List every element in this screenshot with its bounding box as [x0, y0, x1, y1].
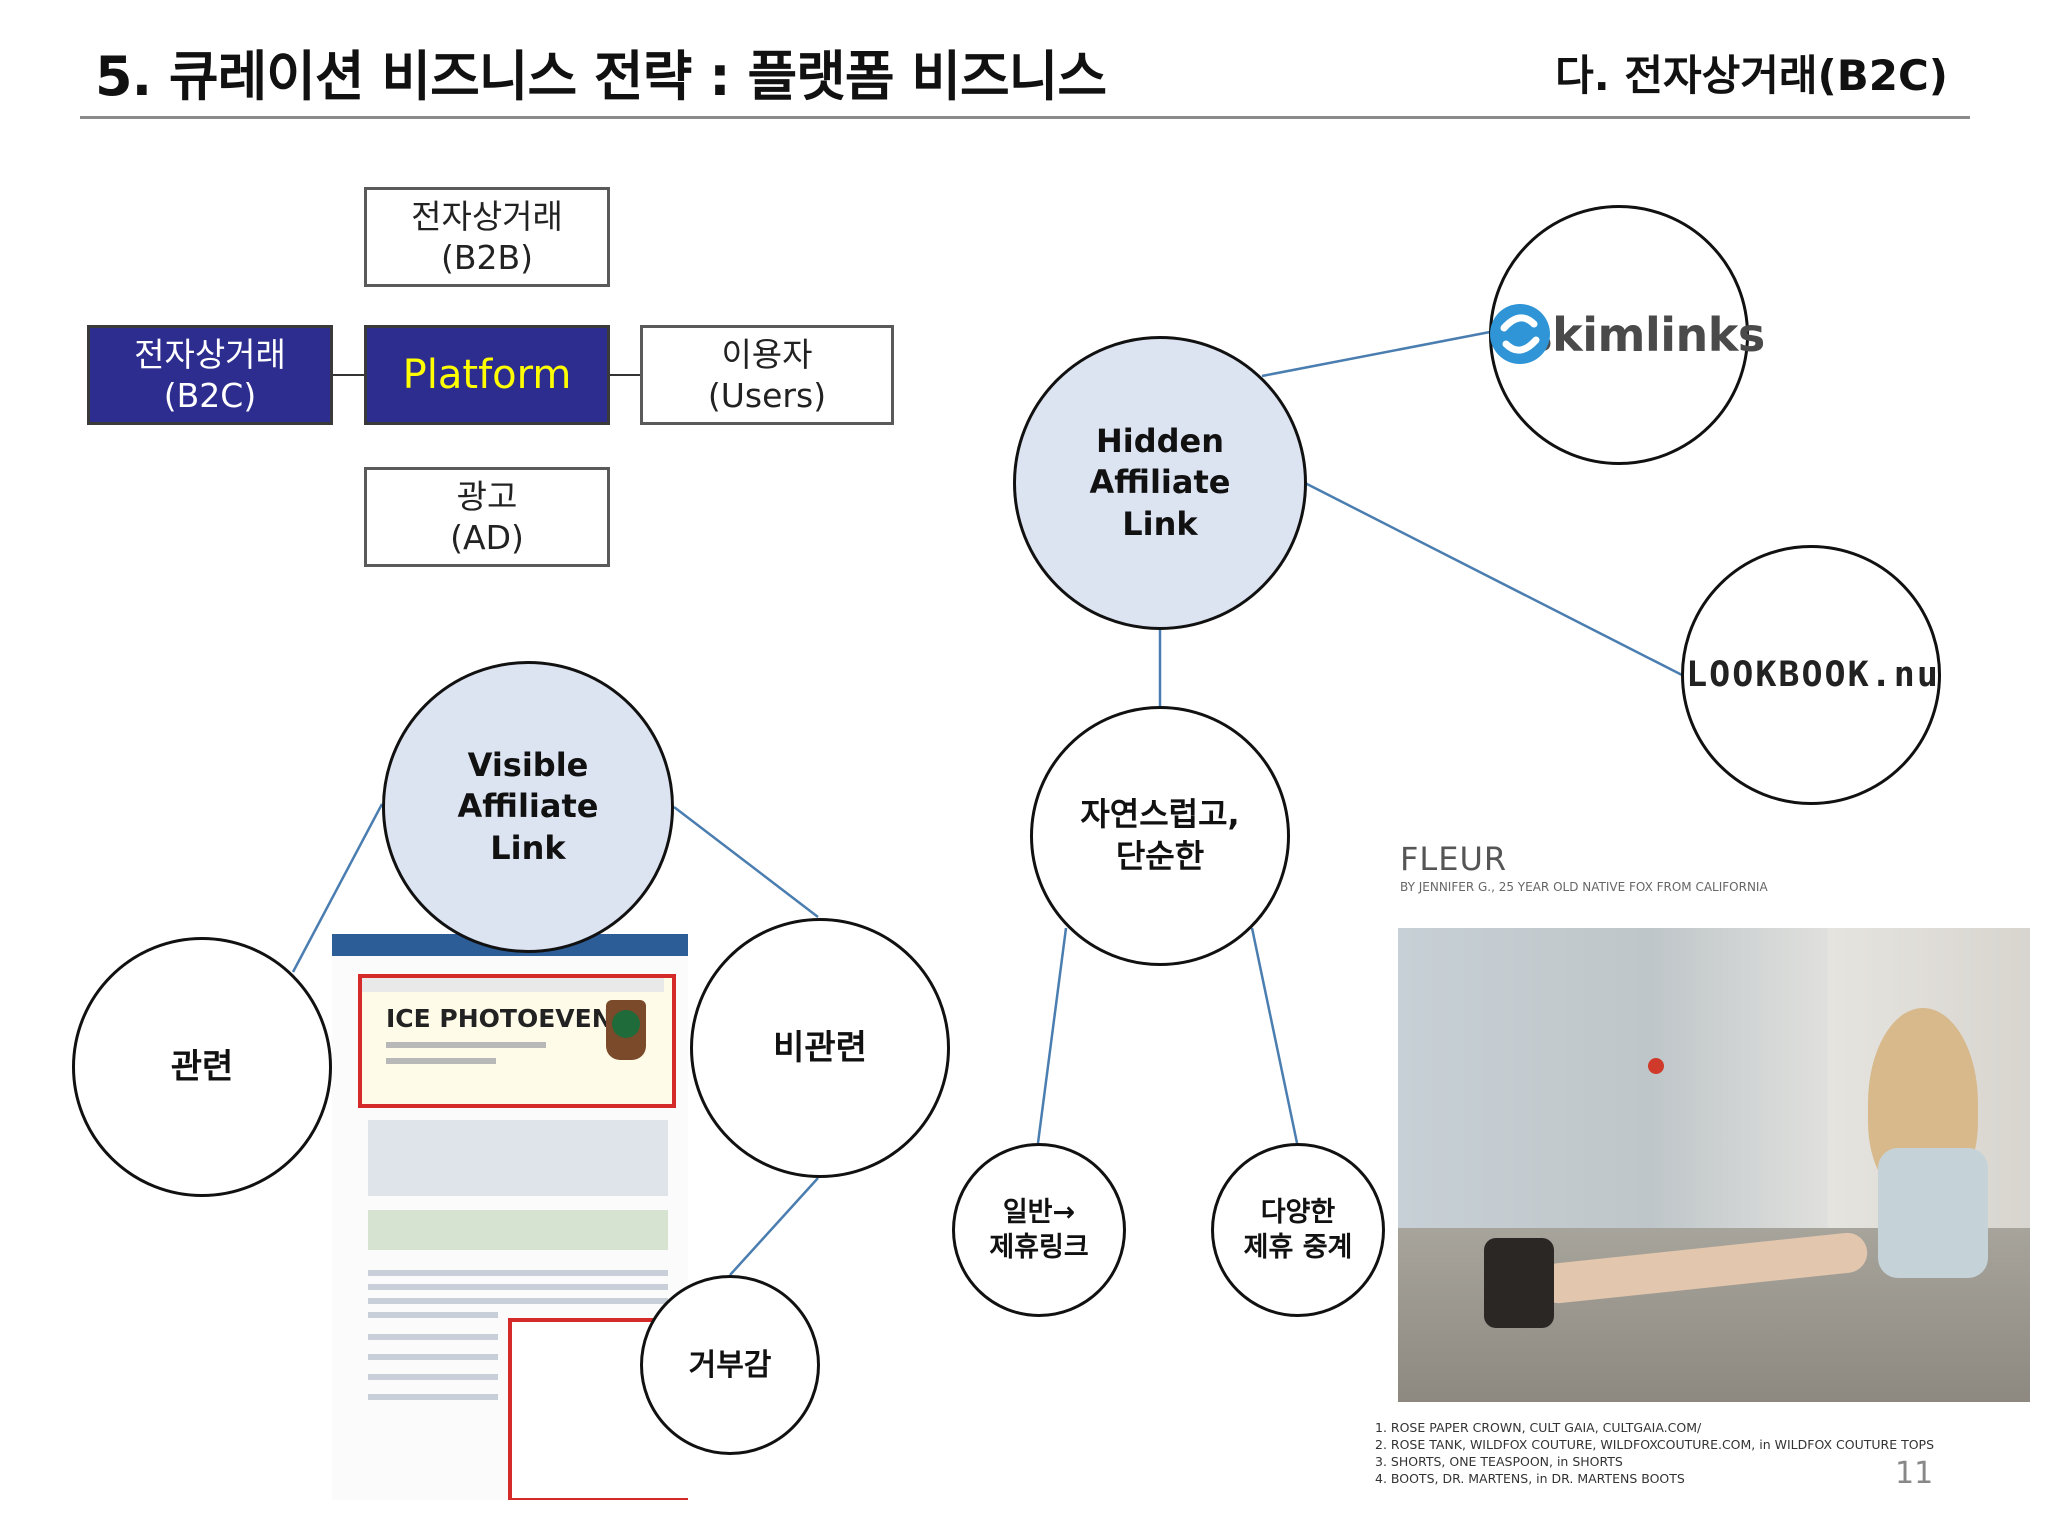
circle-visible-affiliate: Visible Affiliate Link — [382, 661, 674, 953]
page-number: 11 — [1895, 1456, 1934, 1491]
box-ad-label: 광고 (AD) — [450, 476, 524, 557]
screenshot-list-row — [368, 1354, 498, 1360]
circle-unrelated: 비관련 — [690, 918, 950, 1178]
box-b2c-label: 전자상거래 (B2C) — [134, 334, 286, 415]
screenshot-ad-banner: ICE PHOTOEVENT! — [358, 974, 676, 1108]
circle-rejection: 거부감 — [640, 1275, 820, 1455]
ad-banner-line — [386, 1058, 496, 1064]
fashion-photo — [1398, 928, 2030, 1402]
lookbook-wordmark: LOOKBOOK.nu — [1686, 655, 1940, 695]
photo-caption-1: 1. ROSE PAPER CROWN, CULT GAIA, CULTGAIA… — [1375, 1420, 1702, 1435]
photo-traffic-light — [1648, 1058, 1664, 1074]
photo-caption-2: 2. ROSE TANK, WILDFOX COUTURE, WILDFOXCO… — [1375, 1437, 1935, 1452]
various-relay-label: 다양한 제휴 중계 — [1243, 1196, 1353, 1263]
skimlinks-wordmark: skimlinks — [1525, 308, 1765, 362]
line-unrelated-rejection — [729, 1177, 819, 1276]
box-b2b-label: 전자상거래 (B2B) — [411, 196, 563, 277]
ad-banner-text: ICE PHOTOEVENT! — [386, 1004, 642, 1033]
ad-banner-line — [386, 1042, 546, 1048]
screenshot-table-row — [368, 1284, 668, 1290]
screenshot-table-row — [368, 1270, 668, 1276]
box-ad: 광고 (AD) — [364, 467, 610, 567]
screenshot-list-row — [368, 1334, 498, 1340]
box-platform: Platform — [364, 325, 610, 425]
screenshot-table-row — [368, 1298, 668, 1304]
ad-banner-topbar — [362, 978, 664, 992]
natural-simple-label: 자연스럽고, 단순한 — [1080, 795, 1240, 875]
affiliate-screenshot: ICE PHOTOEVENT! — [332, 934, 688, 1500]
photo-boot — [1484, 1238, 1554, 1328]
skimlinks-logo-icon — [1490, 304, 1550, 364]
box-users-label: 이용자 (Users) — [707, 334, 827, 415]
screenshot-list-row — [368, 1374, 498, 1380]
line-natural-general — [1036, 927, 1068, 1144]
screenshot-table-row — [368, 1312, 498, 1318]
box-platform-label: Platform — [402, 352, 572, 398]
circle-lookbook: LOOKBOOK.nu — [1681, 545, 1941, 805]
line-visible-unrelated — [673, 806, 819, 918]
line-hidden-lookbook — [1304, 481, 1683, 677]
rejection-label: 거부감 — [688, 1347, 772, 1383]
circle-skimlinks: skimlinks — [1489, 205, 1765, 465]
line-visible-related — [291, 803, 384, 973]
photo-caption-3: 3. SHORTS, ONE TEASPOON, in SHORTS — [1375, 1454, 1623, 1469]
circle-various-relay: 다양한 제휴 중계 — [1211, 1143, 1385, 1317]
circle-hidden-affiliate: Hidden Affiliate Link — [1013, 336, 1307, 630]
related-label: 관련 — [170, 1046, 234, 1087]
visible-affiliate-label: Visible Affiliate Link — [457, 745, 599, 867]
section-label: 다. 전자상거래(B2C) — [1555, 51, 1948, 100]
photo-top — [1878, 1148, 1988, 1278]
header-divider — [80, 116, 1970, 119]
circle-related: 관련 — [72, 937, 332, 1197]
unrelated-label: 비관련 — [773, 1027, 867, 1068]
line-natural-various — [1250, 927, 1299, 1144]
box-b2c: 전자상거래 (B2C) — [87, 325, 333, 425]
screenshot-form-block — [368, 1120, 668, 1196]
page-title: 5. 큐레이션 비즈니스 전략 : 플랫폼 비즈니스 — [95, 45, 1107, 108]
hidden-affiliate-label: Hidden Affiliate Link — [1089, 421, 1231, 543]
photo-title: FLEUR — [1400, 840, 1508, 878]
screenshot-green-block — [368, 1210, 668, 1250]
circle-general-link: 일반→ 제휴링크 — [952, 1143, 1126, 1317]
box-users: 이용자 (Users) — [640, 325, 894, 425]
line-hidden-skimlinks — [1261, 330, 1491, 378]
photo-caption-4: 4. BOOTS, DR. MARTENS, in DR. MARTENS BO… — [1375, 1471, 1685, 1486]
coffee-cup-icon — [606, 1000, 646, 1060]
photo-subtitle: BY JENNIFER G., 25 YEAR OLD NATIVE FOX F… — [1400, 880, 1768, 894]
box-b2b: 전자상거래 (B2B) — [364, 187, 610, 287]
circle-natural-simple: 자연스럽고, 단순한 — [1030, 706, 1290, 966]
general-link-label: 일반→ 제휴링크 — [989, 1196, 1089, 1263]
screenshot-list-row — [368, 1394, 498, 1400]
